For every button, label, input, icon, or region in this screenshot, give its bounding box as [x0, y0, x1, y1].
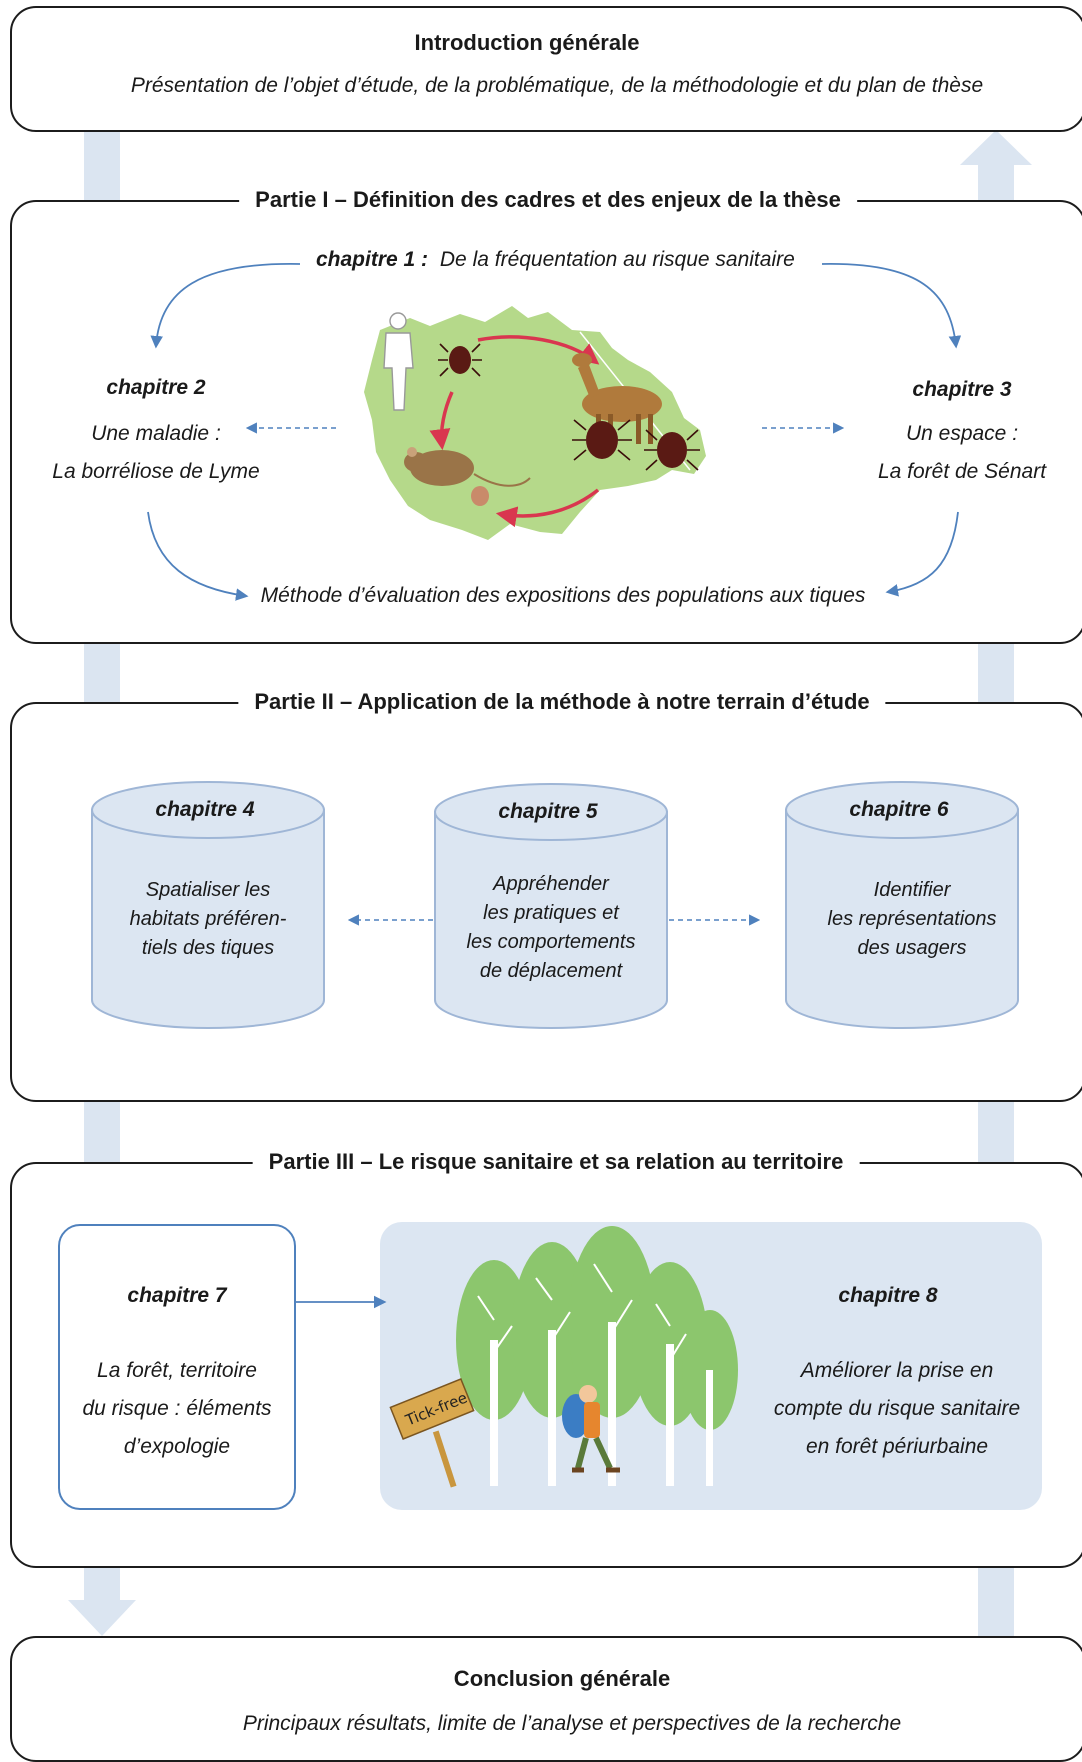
- intro-box: [10, 6, 1082, 132]
- down-flow-arrowhead: [68, 1600, 136, 1636]
- human-figure: [383, 312, 414, 411]
- forest-trees-illustration: [389, 1226, 738, 1488]
- arrow-ch1-to-ch3: [821, 263, 962, 349]
- cylinder-chapter6: [785, 781, 1019, 1029]
- chapter3-line1: Un espace :: [905, 422, 1019, 445]
- arrow-ch1-to-ch2: [150, 263, 301, 349]
- chapter7-box: [58, 1224, 296, 1510]
- chapter6-label: chapitre 6: [849, 798, 949, 821]
- chapter1-heading: chapitre 1 : De la fréquentation au risq…: [316, 248, 795, 272]
- tick-free-sign: [389, 1378, 475, 1488]
- chapter4-label: chapitre 4: [155, 798, 255, 821]
- intro-title: Introduction générale: [414, 30, 640, 55]
- chapter2-line2: La borréliose de Lyme: [52, 460, 260, 483]
- chapter5-line: les pratiques et: [483, 902, 619, 924]
- arrow-ch3-to-method: [885, 511, 959, 597]
- chapter1-label: chapitre 1 :: [316, 248, 429, 271]
- chapter3-line2: La forêt de Sénart: [877, 460, 1047, 483]
- chapter6-line: des usagers: [857, 937, 967, 959]
- chapter2-label: chapitre 2: [106, 376, 206, 399]
- chapter4-text: Spatialiser les habitats préféren- tiels…: [98, 876, 318, 963]
- tree-icon: [682, 1310, 738, 1486]
- hiker-figure: [562, 1385, 620, 1473]
- chapter6-line: Identifier: [873, 879, 951, 901]
- intro-subtitle: Présentation de l’objet d’étude, de la p…: [130, 74, 984, 97]
- chapter7-text: La forêt, territoire du risque : élément…: [62, 1352, 292, 1466]
- chapter5-line: les comportements: [466, 931, 636, 953]
- chapter7-line: du risque : éléments: [82, 1397, 272, 1420]
- part3-title: Partie III – Le risque sanitaire et sa r…: [252, 1149, 860, 1175]
- chapter6-text: Identifier les représentations des usage…: [802, 876, 1022, 963]
- method-text: Méthode d’évaluation des expositions des…: [260, 584, 866, 607]
- arrow-ch2-to-method: [147, 511, 249, 601]
- part1-title: Partie I – Définition des cadres et des …: [239, 187, 857, 213]
- chapter5-line: Appréhender: [493, 873, 609, 895]
- chapter1-text: De la fréquentation au risque sanitaire: [439, 248, 795, 271]
- chapter8-line: compte du risque sanitaire: [773, 1397, 1021, 1420]
- conclusion-box: [10, 1636, 1082, 1762]
- chapter7-line: La forêt, territoire: [97, 1359, 257, 1382]
- tree-icon: [456, 1260, 532, 1486]
- chapter8-line: Améliorer la prise en: [800, 1359, 994, 1382]
- chapter5-label: chapitre 5: [498, 800, 598, 823]
- cycle-arrow-left: [429, 391, 454, 451]
- chapter6-line: les représentations: [827, 908, 997, 930]
- chapter8-label: chapitre 8: [838, 1284, 938, 1307]
- conclusion-subtitle: Principaux résultats, limite de l’analys…: [242, 1712, 902, 1735]
- conclusion-title: Conclusion générale: [453, 1666, 671, 1691]
- part2-title: Partie II – Application de la méthode à …: [238, 689, 886, 715]
- chapter8-line: en forêt périurbaine: [805, 1435, 989, 1458]
- up-flow-arrowhead: [960, 130, 1032, 165]
- chapter8-text: Améliorer la prise en compte du risque s…: [752, 1352, 1042, 1466]
- chapter7-line: d’expologie: [123, 1435, 231, 1458]
- chapter4-line: tiels des tiques: [141, 937, 275, 959]
- cylinder-chapter5: [434, 783, 668, 1029]
- chapter5-line: de déplacement: [479, 960, 623, 982]
- chapter5-text: Appréhender les pratiques et les comport…: [441, 870, 661, 986]
- tick-icons: [449, 346, 687, 506]
- chapter3-label: chapitre 3: [912, 378, 1012, 401]
- chapter7-label: chapitre 7: [127, 1284, 227, 1307]
- chapter2-line1: Une maladie :: [91, 422, 221, 445]
- cylinder-chapter4: [91, 781, 325, 1029]
- cycle-arrow-bottom: [495, 488, 600, 528]
- chapter4-line: Spatialiser les: [145, 879, 271, 901]
- chapter4-line: habitats préféren-: [129, 908, 287, 930]
- mouse-figure: [404, 447, 531, 487]
- forest-map-illustration: [364, 306, 706, 540]
